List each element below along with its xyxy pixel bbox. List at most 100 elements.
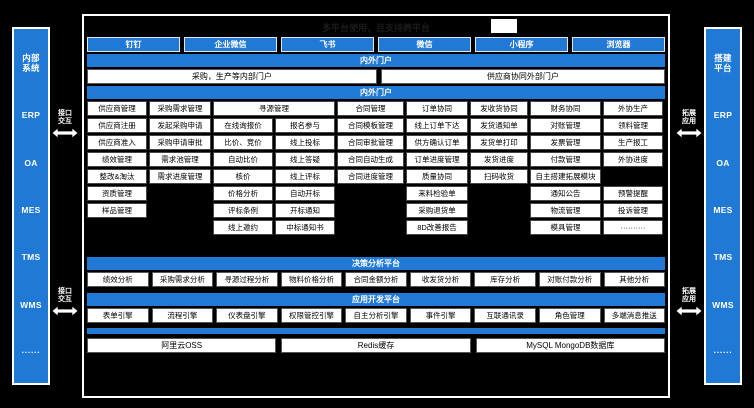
module-item[interactable]: 发起采购申请	[149, 118, 211, 133]
module-item[interactable]: 供应商准入	[87, 135, 147, 150]
left-arrow-label-bottom: 接口 交互	[58, 288, 72, 303]
app-item[interactable]: 表单引擎	[87, 308, 149, 323]
module-item[interactable]: 中标通知书	[275, 220, 335, 235]
app-item[interactable]: 多端消息推送	[603, 308, 666, 323]
module-item[interactable]: 领料管理	[603, 118, 663, 133]
module-matrix: 供应商管理 供应商注册 供应商准入 绩效管理 整改&淘汰 资质管理 样品管理 采…	[87, 101, 665, 253]
app-item[interactable]: 互联通讯录	[474, 308, 536, 323]
module-item[interactable]: 比价、竞价	[213, 135, 273, 150]
app-item[interactable]: 自主分析引擎	[345, 308, 407, 323]
module-item[interactable]: 采购申请审批	[149, 135, 211, 150]
expand-item[interactable]: 物流管理	[530, 203, 601, 218]
app-platform-title: 应用开发平台	[87, 293, 665, 306]
expand-item[interactable]: 投诉管理	[603, 203, 663, 218]
module-item[interactable]: 订单进度管理	[406, 152, 468, 167]
module-item[interactable]: 开标通知	[275, 203, 335, 218]
module-item[interactable]: 发货进度	[470, 152, 528, 167]
module-item[interactable]: 合同进度管理	[337, 169, 404, 184]
module-item[interactable]: 样品管理	[87, 203, 147, 218]
decision-item[interactable]: 寻源过程分析	[216, 272, 278, 287]
platform-button-browser[interactable]: 浏览器	[572, 37, 665, 52]
infra-item-oss[interactable]: 阿里云OSS	[87, 338, 277, 353]
module-item[interactable]: 需求池管理	[149, 152, 211, 167]
right-rail-item-0: 搭建 平台	[714, 52, 732, 73]
column-header[interactable]: 订单协同	[406, 101, 468, 116]
module-item[interactable]: 合同自动生成	[337, 152, 404, 167]
right-rail-item-2: OA	[716, 157, 730, 168]
column-header[interactable]: 合同管理	[337, 101, 404, 116]
module-item[interactable]: 自动比价	[213, 152, 273, 167]
decision-item[interactable]: 其他分析	[603, 272, 666, 287]
expand-item[interactable]: 通知公告	[530, 186, 601, 201]
decision-item[interactable]: 采购需求分析	[151, 272, 214, 287]
left-rail-item-4: TMS	[21, 252, 41, 263]
platform-button-miniprogram[interactable]: 小程序	[475, 37, 568, 52]
expand-item[interactable]: 模具管理	[530, 220, 601, 235]
column-header[interactable]: 财务协同	[530, 101, 601, 116]
platform-button-wechat[interactable]: 微信	[378, 37, 471, 52]
right-rail-item-3: MES	[713, 204, 733, 215]
decision-item[interactable]: 对账付款分析	[538, 272, 601, 287]
module-item[interactable]: 绩效管理	[87, 152, 147, 167]
module-item[interactable]: 线上投标	[275, 135, 335, 150]
decision-item[interactable]: 库存分析	[474, 272, 536, 287]
platform-button-row: 钉钉 企业微信 飞书 微信 小程序 浏览器	[87, 37, 665, 52]
expand-item[interactable]: 预警提醒	[603, 186, 663, 201]
module-item[interactable]: 发货单打印	[470, 135, 528, 150]
platform-button-feishu[interactable]: 飞书	[281, 37, 374, 52]
module-item[interactable]: 发货通知单	[470, 118, 528, 133]
module-item[interactable]: 生产报工	[603, 135, 663, 150]
app-item[interactable]: 权限管控引擎	[280, 308, 343, 323]
module-item[interactable]: 合同审批管理	[337, 135, 404, 150]
module-item[interactable]: 评标条例	[213, 203, 273, 218]
module-item[interactable]: 在线询报价	[213, 118, 273, 133]
module-item[interactable]: 线上邀约	[213, 220, 273, 235]
module-item[interactable]: 采购退货单	[406, 203, 468, 218]
module-item[interactable]: 外协进度	[603, 152, 663, 167]
module-item[interactable]: 发票管理	[530, 135, 601, 150]
module-item[interactable]: 供应商注册	[87, 118, 147, 133]
decision-item[interactable]: 合同金额分析	[345, 272, 407, 287]
module-item[interactable]: 整改&淘汰	[87, 169, 147, 184]
matrix-column-order: 订单协同 线上订单下达 供方确认订单 订单进度管理 质量协同 来料检验单 采购退…	[406, 101, 468, 253]
module-item[interactable]: 自动开标	[275, 186, 335, 201]
column-header[interactable]: 采购需求管理	[149, 101, 211, 116]
expand-item[interactable]: ··········	[603, 220, 663, 235]
app-item[interactable]: 事件引擎	[409, 308, 472, 323]
portal-internal[interactable]: 采购，生产等内部门户	[87, 69, 377, 84]
module-item[interactable]: 来料检验单	[406, 186, 468, 201]
module-item[interactable]: 线上订单下达	[406, 118, 468, 133]
expand-module-header[interactable]: 自主搭建拓展模块	[530, 169, 601, 184]
module-item[interactable]: 合同模板管理	[337, 118, 404, 133]
module-item[interactable]: 对账管理	[530, 118, 601, 133]
module-item[interactable]: 质量协同	[406, 169, 468, 184]
column-header[interactable]: 供应商管理	[87, 101, 147, 116]
module-item[interactable]: 付款管理	[530, 152, 601, 167]
decision-item[interactable]: 收发货分析	[409, 272, 472, 287]
module-item[interactable]: 线上评标	[275, 169, 335, 184]
portal-external[interactable]: 供应商协同外部门户	[380, 69, 665, 84]
module-item[interactable]: 线上答疑	[275, 152, 335, 167]
column-header[interactable]: 外协生产	[603, 101, 663, 116]
module-item[interactable]: 需求进度管理	[149, 169, 211, 184]
app-item[interactable]: 流程引擎	[151, 308, 214, 323]
module-item[interactable]: 资质管理	[87, 186, 147, 201]
module-item[interactable]: 扫码收货	[470, 169, 528, 184]
module-item[interactable]: 8D改善报告	[406, 220, 468, 235]
platform-button-dingtalk[interactable]: 钉钉	[87, 37, 180, 52]
double-arrow-icon	[675, 305, 703, 318]
column-header[interactable]: 发收货协同	[470, 101, 528, 116]
platform-button-wecom[interactable]: 企业微信	[184, 37, 277, 52]
column-header[interactable]: 寻源管理	[213, 101, 335, 116]
module-subrow: 价格分析 自动开标	[213, 186, 335, 201]
module-item[interactable]: 报名参与	[275, 118, 335, 133]
module-item[interactable]: 核价	[213, 169, 273, 184]
infra-item-database[interactable]: MySQL MongoDB数据库	[475, 338, 665, 353]
decision-item[interactable]: 物料价格分析	[280, 272, 343, 287]
app-item[interactable]: 仪表盘引擎	[216, 308, 278, 323]
infra-item-redis[interactable]: Redis缓存	[281, 338, 471, 353]
app-item[interactable]: 角色管理	[538, 308, 601, 323]
decision-item[interactable]: 绩效分析	[87, 272, 149, 287]
module-item[interactable]: 供方确认订单	[406, 135, 468, 150]
module-item[interactable]: 价格分析	[213, 186, 273, 201]
